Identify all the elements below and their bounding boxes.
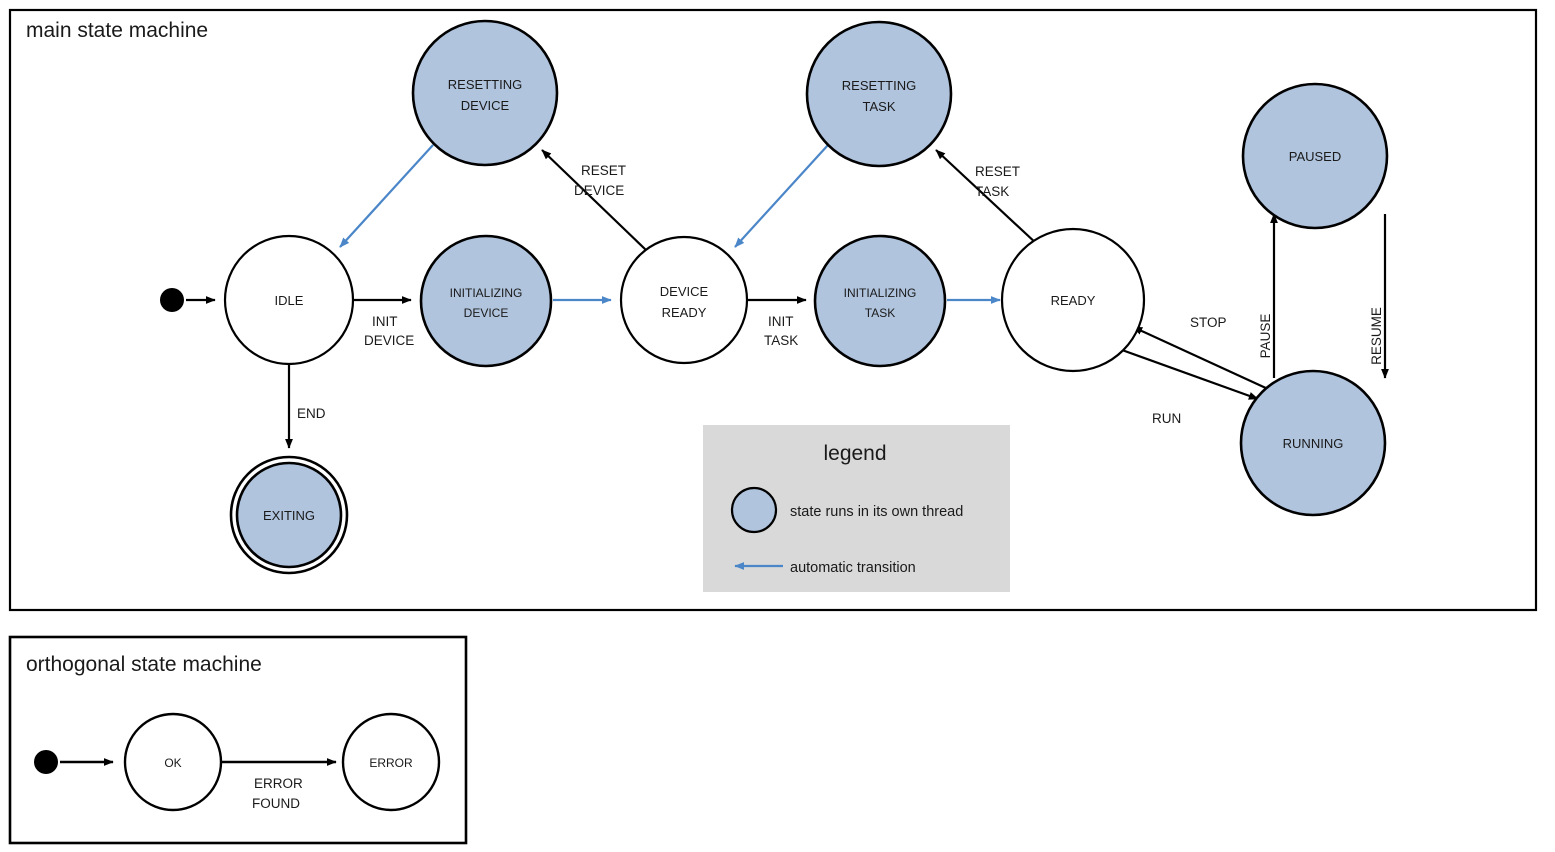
transition-label-end: END xyxy=(297,406,326,421)
state-label-device-ready-line2: READY xyxy=(662,305,707,320)
state-error[interactable]: ERROR xyxy=(341,712,441,812)
transition-ready-resetting-task: RESET TASK xyxy=(935,149,1039,246)
state-label-exiting: EXITING xyxy=(263,508,315,523)
filled-circle-icon xyxy=(730,486,778,534)
state-label-paused: PAUSED xyxy=(1289,149,1342,164)
transition-idle-initializing-device: INIT DEVICE xyxy=(353,296,414,348)
legend-title: legend xyxy=(823,442,886,465)
legend-item-thread-state: state runs in its own thread xyxy=(730,486,963,534)
state-ok[interactable]: OK xyxy=(123,712,223,812)
orthogonal-transitions: ERROR FOUND xyxy=(60,758,337,811)
state-initializing-device[interactable]: INITIALIZING DEVICE xyxy=(419,234,553,368)
transition-label-pause: PAUSE xyxy=(1258,314,1273,359)
transition-running-ready: STOP xyxy=(1132,315,1269,390)
transition-label-error-found-2: FOUND xyxy=(252,796,300,811)
state-initializing-task[interactable]: INITIALIZING TASK xyxy=(813,234,947,368)
state-label-device-ready-line1: DEVICE xyxy=(660,284,709,299)
state-label-ok: OK xyxy=(164,756,181,770)
transition-label-error-found-1: ERROR xyxy=(254,776,303,791)
state-label-resetting-device-line1: RESETTING xyxy=(448,77,522,92)
legend-item-auto-transition: automatic transition xyxy=(734,560,916,576)
transition-idle-exiting: END xyxy=(285,364,326,449)
state-label-initializing-task-line2: TASK xyxy=(865,306,895,320)
state-paused[interactable]: PAUSED xyxy=(1241,82,1389,230)
legend-item-thread-state-label: state runs in its own thread xyxy=(790,504,963,520)
transition-label-reset-device-1: RESET xyxy=(581,163,626,178)
transition-label-reset-device-2: DEVICE xyxy=(574,183,624,198)
state-label-resetting-task-line2: TASK xyxy=(863,99,896,114)
state-label-initializing-task-line1: INITIALIZING xyxy=(844,286,917,300)
transition-label-run: RUN xyxy=(1152,411,1181,426)
state-resetting-device[interactable]: RESETTING DEVICE xyxy=(411,19,559,167)
main-transitions: INIT DEVICE RESET DEVICE INIT TASK xyxy=(186,144,1389,449)
transition-ok-error: ERROR FOUND xyxy=(221,758,337,811)
state-label-ready: READY xyxy=(1051,293,1096,308)
legend: legend state runs in its own thread auto… xyxy=(703,425,1010,592)
initial-state-marker-orthogonal xyxy=(34,750,58,774)
legend-item-auto-transition-label: automatic transition xyxy=(790,560,916,576)
state-label-running: RUNNING xyxy=(1283,436,1344,451)
state-exiting[interactable]: EXITING xyxy=(229,455,349,575)
transition-label-init-device-2: DEVICE xyxy=(364,333,414,348)
state-label-initializing-device-line1: INITIALIZING xyxy=(450,286,523,300)
transition-device-ready-initializing-task: INIT TASK xyxy=(748,296,807,348)
state-label-error: ERROR xyxy=(369,756,413,770)
state-running[interactable]: RUNNING xyxy=(1239,369,1387,517)
state-ready[interactable]: READY xyxy=(1000,227,1146,373)
transition-paused-running: RESUME xyxy=(1369,214,1389,379)
transition-resetting-task-device-ready xyxy=(734,144,829,248)
state-label-idle: IDLE xyxy=(275,293,304,308)
transition-label-reset-task-1: RESET xyxy=(975,164,1020,179)
state-label-initializing-device-line2: DEVICE xyxy=(464,306,509,320)
state-device-ready[interactable]: DEVICE READY xyxy=(619,235,749,365)
state-resetting-task[interactable]: RESETTING TASK xyxy=(805,20,953,168)
transition-label-stop: STOP xyxy=(1190,315,1227,330)
transition-label-init-task-1: INIT xyxy=(768,314,794,329)
transition-ready-running: RUN xyxy=(1121,348,1259,426)
orthogonal-states: OK ERROR xyxy=(34,712,441,812)
transition-label-init-task-2: TASK xyxy=(764,333,798,348)
orthogonal-panel-title: orthogonal state machine xyxy=(26,653,262,676)
main-states: IDLE RESETTING DEVICE INITIALIZING DEVIC… xyxy=(160,19,1389,575)
transition-device-ready-resetting-device: RESET DEVICE xyxy=(541,149,647,251)
initial-state-marker-main xyxy=(160,288,184,312)
transition-label-resume: RESUME xyxy=(1369,307,1384,365)
transition-resetting-device-idle xyxy=(339,144,434,248)
transition-label-init-device-1: INIT xyxy=(372,314,398,329)
state-label-resetting-task-line1: RESETTING xyxy=(842,78,916,93)
state-idle[interactable]: IDLE xyxy=(223,234,355,366)
state-label-resetting-device-line2: DEVICE xyxy=(461,98,510,113)
main-panel-title: main state machine xyxy=(26,19,208,42)
transition-label-reset-task-2: TASK xyxy=(975,184,1009,199)
transition-running-paused: PAUSE xyxy=(1258,213,1278,378)
